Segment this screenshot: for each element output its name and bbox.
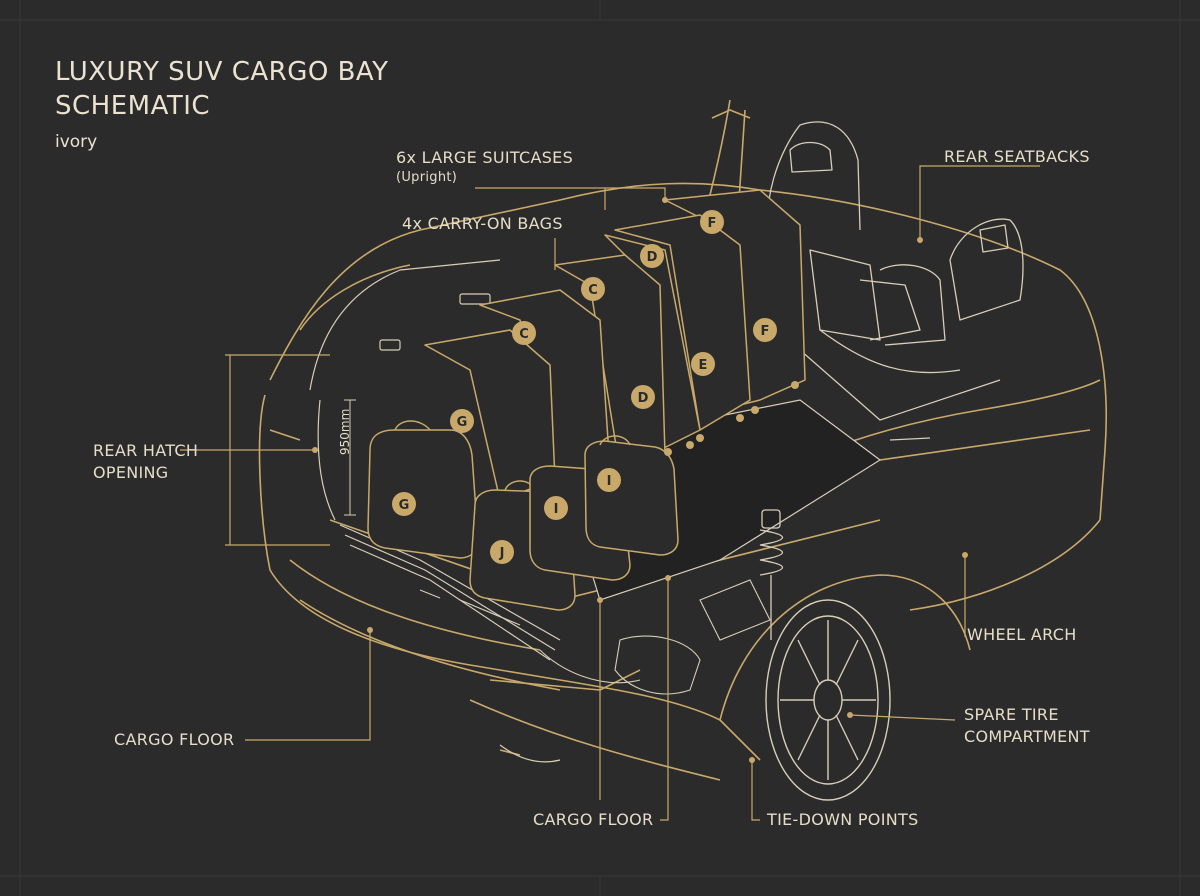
leader-dots: [312, 197, 968, 763]
label-spare-line2: COMPARTMENT: [964, 727, 1090, 746]
badge-F1: F: [700, 210, 724, 234]
title-line-2: SCHEMATIC: [55, 91, 211, 121]
badge-D2: D: [631, 385, 655, 409]
dimension-label: 950mm: [338, 408, 352, 455]
label-wheel-arch: WHEEL ARCH: [967, 625, 1077, 644]
bag-badges: F F D D E C C G G I I J: [392, 210, 777, 564]
leader-lines: [180, 165, 1040, 821]
label-hatch: REAR HATCH OPENING: [93, 440, 198, 484]
suspension-strut: [759, 509, 783, 640]
diagram-title: LUXURY SUV CARGO BAY SCHEMATIC: [55, 55, 389, 123]
label-cargo-floor-left: CARGO FLOOR: [114, 730, 235, 749]
label-hatch-line2: OPENING: [93, 463, 169, 482]
svg-text:I: I: [607, 474, 612, 489]
svg-text:F: F: [708, 216, 717, 231]
label-carryon: 4x CARRY-ON BAGS: [402, 214, 563, 233]
label-suitcases: 6x LARGE SUITCASES (Upright): [396, 147, 573, 187]
badge-C1: C: [581, 277, 605, 301]
svg-text:C: C: [519, 327, 529, 342]
title-line-1: LUXURY SUV CARGO BAY: [55, 57, 389, 87]
suitcase-wheels: [664, 381, 799, 456]
badge-E: E: [691, 352, 715, 376]
svg-text:F: F: [761, 324, 770, 339]
dimension-line: [344, 399, 356, 516]
label-seatbacks: REAR SEATBACKS: [944, 147, 1090, 166]
badge-C2: C: [512, 321, 536, 345]
bumper-sill: [339, 524, 561, 763]
label-suitcases-sub: (Upright): [396, 170, 458, 185]
suitcase-group: [424, 189, 806, 501]
badge-D1: D: [640, 244, 664, 268]
wheel: [765, 599, 891, 801]
badge-G1: G: [450, 409, 474, 433]
subtitle: ivory: [55, 132, 98, 152]
label-spare-tire: SPARE TIRE COMPARTMENT: [964, 704, 1090, 748]
svg-text:C: C: [588, 283, 598, 298]
label-cargo-floor-bottom: CARGO FLOOR: [533, 810, 654, 829]
badge-F2: F: [753, 318, 777, 342]
svg-text:J: J: [499, 546, 505, 561]
label-hatch-line1: REAR HATCH: [93, 441, 199, 460]
svg-text:G: G: [457, 415, 468, 430]
svg-text:D: D: [638, 391, 649, 406]
svg-text:D: D: [647, 250, 658, 265]
label-suitcases-text: 6x LARGE SUITCASES: [396, 148, 574, 167]
label-tie-down: TIE-DOWN POINTS: [767, 810, 919, 829]
underbody: [539, 579, 771, 695]
svg-text:I: I: [554, 502, 559, 517]
badge-J: J: [490, 540, 514, 564]
svg-text:E: E: [699, 358, 708, 373]
rear-seats-outline: [766, 121, 1024, 441]
label-spare-line1: SPARE TIRE: [964, 705, 1059, 724]
badge-I1: I: [544, 496, 568, 520]
svg-text:G: G: [399, 498, 410, 513]
badge-G2: G: [392, 492, 416, 516]
hatch-frame: [309, 259, 501, 521]
badge-I2: I: [597, 468, 621, 492]
